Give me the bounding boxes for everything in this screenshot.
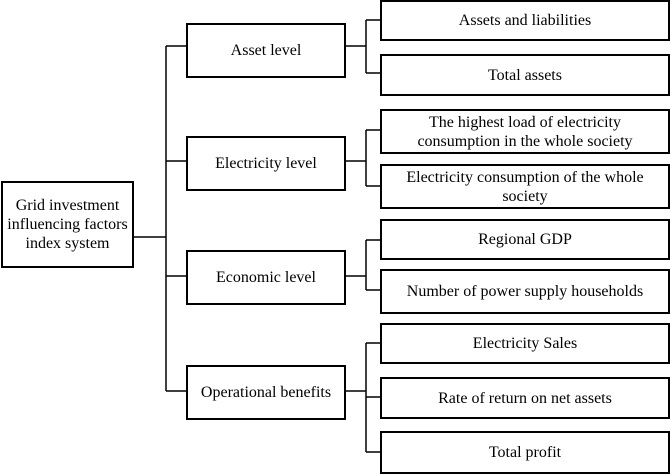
category-label: Electricity level: [215, 155, 317, 172]
category-node-economic-level: Economic level: [186, 250, 346, 305]
category-node-electricity-level: Electricity level: [186, 136, 346, 191]
leaf-node: Assets and liabilities: [380, 0, 670, 41]
leaf-label: Regional GDP: [478, 231, 572, 248]
leaf-node: Number of power supply households: [380, 269, 670, 314]
leaf-node: Electricity consumption of the whole soc…: [380, 164, 670, 209]
leaf-label: Electricity Sales: [472, 335, 578, 352]
category-node-operational-benefits: Operational benefits: [186, 365, 346, 420]
root-node: Grid investment influencing factors inde…: [1, 181, 134, 268]
leaf-node: The highest load of electricity consumpt…: [380, 109, 670, 154]
category-label: Operational benefits: [200, 384, 332, 401]
leaf-label: Total assets: [488, 66, 562, 84]
leaf-label: The highest load of electricity consumpt…: [417, 113, 633, 150]
leaf-label: Total profit: [488, 444, 562, 461]
leaf-label: Rate of return on net assets: [438, 389, 612, 407]
leaf-node: Rate of return on net assets: [380, 377, 670, 419]
leaf-label: Electricity consumption of the whole soc…: [406, 168, 644, 205]
category-label: Economic level: [216, 269, 316, 286]
leaf-node: Regional GDP: [380, 219, 670, 260]
category-label: Asset level: [230, 42, 302, 59]
leaf-node: Electricity Sales: [380, 323, 670, 364]
root-node-label: Grid investment influencing factors inde…: [7, 197, 128, 252]
leaf-node: Total assets: [380, 54, 670, 96]
category-node-asset-level: Asset level: [186, 23, 346, 78]
leaf-node: Total profit: [380, 431, 670, 474]
leaf-label: Assets and liabilities: [458, 12, 592, 29]
leaf-label: Number of power supply households: [406, 283, 644, 300]
